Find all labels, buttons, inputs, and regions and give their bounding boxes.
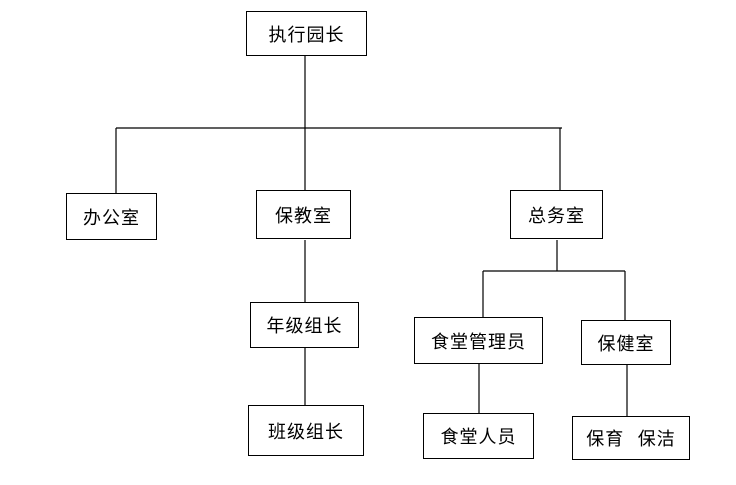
node-office: 办公室 <box>66 193 157 240</box>
node-health-room: 保健室 <box>581 320 671 365</box>
node-education-dept: 保教室 <box>256 190 351 239</box>
node-director: 执行园长 <box>246 11 367 56</box>
node-general-affairs: 总务室 <box>510 190 603 239</box>
node-grade-leader: 年级组长 <box>250 302 359 348</box>
node-canteen-manager: 食堂管理员 <box>414 317 543 364</box>
node-care-cleaning: 保育 保洁 <box>572 416 690 460</box>
node-canteen-staff: 食堂人员 <box>423 413 534 459</box>
node-class-leader: 班级组长 <box>248 405 364 456</box>
